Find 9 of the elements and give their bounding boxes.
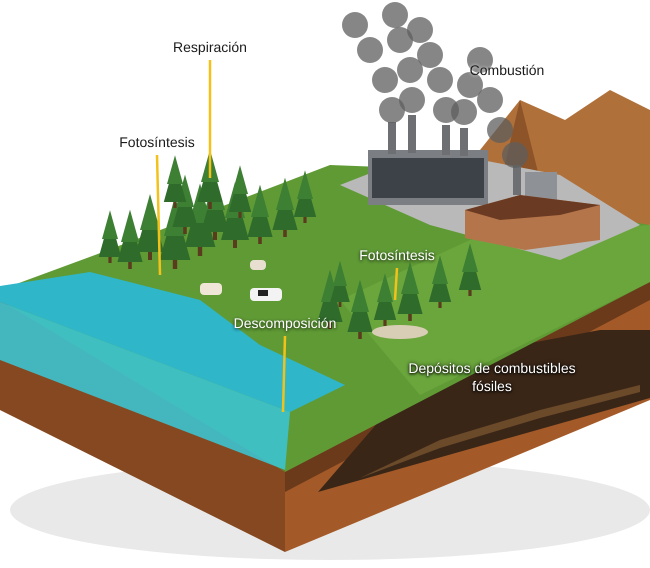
leader-line <box>156 154 162 276</box>
leader-line <box>208 60 212 178</box>
process-label: Fotosíntesis <box>359 246 435 265</box>
leader-line <box>394 268 398 300</box>
leader-line <box>282 336 286 412</box>
process-label: Descomposición <box>234 314 336 333</box>
process-label: Respiración <box>173 38 247 57</box>
process-label: Combustión <box>468 62 546 80</box>
process-label: Fotosíntesis <box>119 133 195 152</box>
